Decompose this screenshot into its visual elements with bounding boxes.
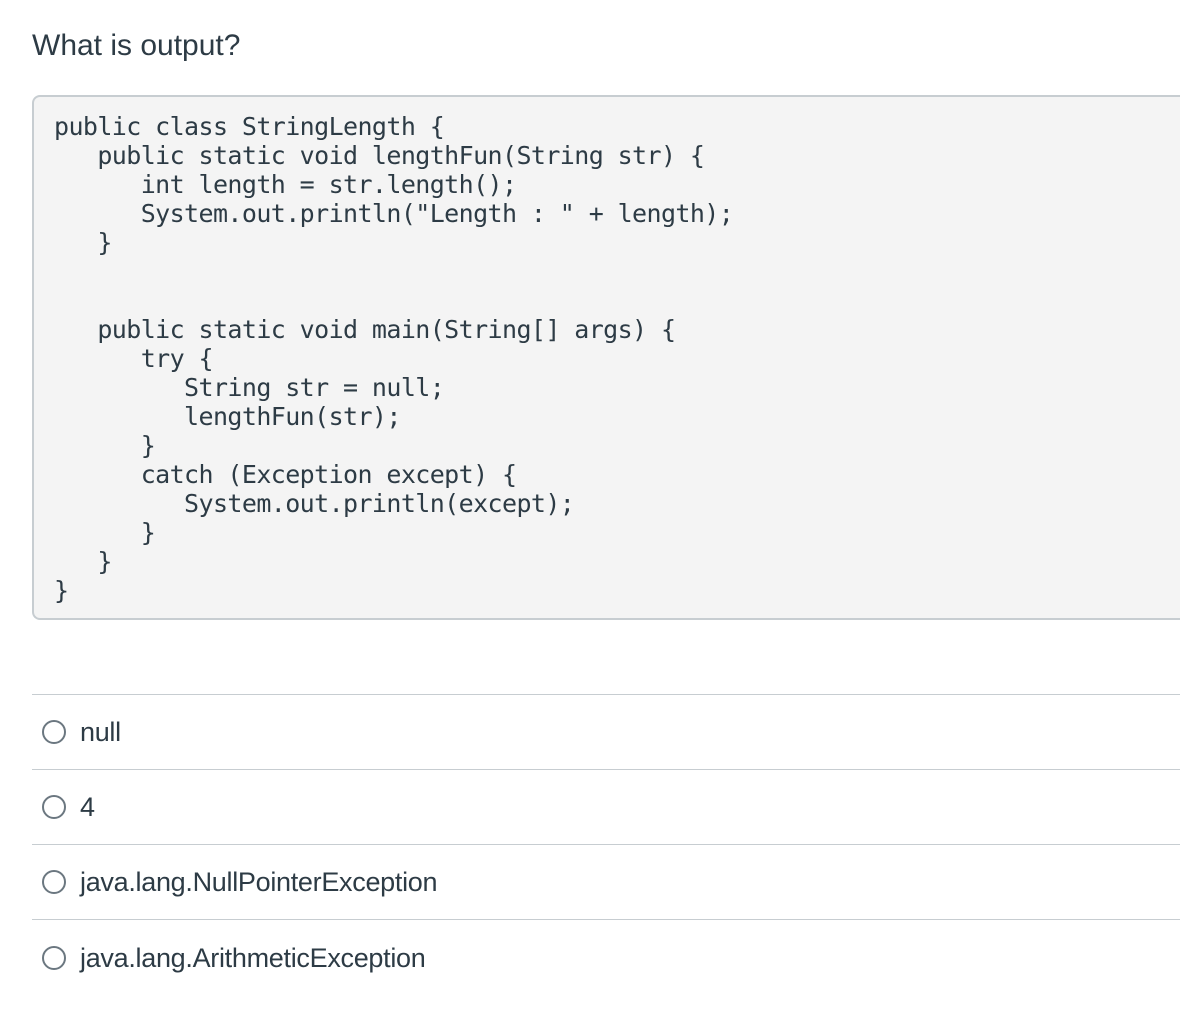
answer-option-null[interactable]: null — [32, 695, 1180, 770]
answer-label: java.lang.NullPointerException — [80, 867, 438, 897]
radio-button-icon[interactable] — [42, 945, 66, 970]
radio-button-icon[interactable] — [42, 720, 66, 744]
answer-label: 4 — [80, 792, 95, 822]
answer-options: null 4 java.lang.NullPointerException ja… — [32, 694, 1180, 995]
answer-option-null-pointer-exception[interactable]: java.lang.NullPointerException — [32, 845, 1180, 920]
code-text: public class StringLength { public stati… — [54, 112, 734, 605]
answer-label: java.lang.ArithmeticException — [80, 942, 426, 973]
answer-option-4[interactable]: 4 — [32, 770, 1180, 845]
question-title: What is output? — [32, 29, 241, 62]
radio-button-icon[interactable] — [42, 795, 66, 819]
answer-option-arithmetic-exception[interactable]: java.lang.ArithmeticException — [32, 920, 1180, 995]
radio-button-icon[interactable] — [42, 870, 66, 894]
answer-label: null — [80, 717, 121, 747]
code-block: public class StringLength { public stati… — [32, 95, 1180, 620]
